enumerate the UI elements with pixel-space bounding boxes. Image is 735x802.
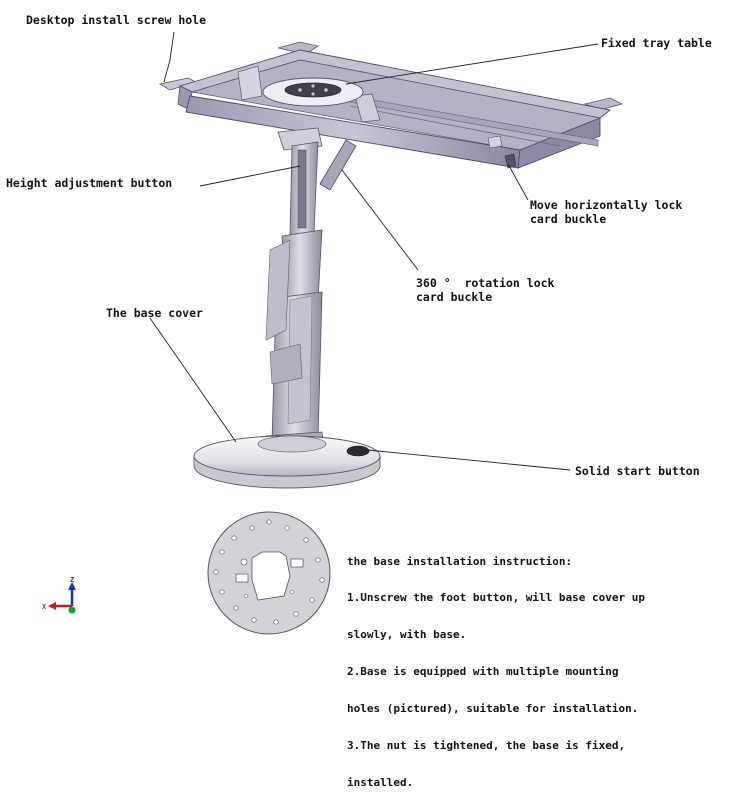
solid-start-button bbox=[346, 445, 370, 457]
axis-z-label: Z bbox=[70, 576, 75, 584]
label-base-cover: The base cover bbox=[106, 306, 203, 320]
telescopic-column bbox=[263, 127, 357, 453]
instruction-line: installed. bbox=[347, 775, 414, 789]
fixed-tray-table bbox=[158, 41, 624, 169]
instruction-line: slowly, with base. bbox=[347, 628, 467, 642]
label-solid-start-button: Solid start button bbox=[575, 464, 700, 478]
label-height-adjustment-button: Height adjustment button bbox=[6, 176, 173, 190]
base-cover bbox=[193, 435, 381, 489]
label-fixed-tray-table: Fixed tray table bbox=[601, 36, 712, 50]
instruction-line: 2.Base is equipped with multiple mountin… bbox=[347, 665, 619, 679]
axis-x-label: X bbox=[42, 603, 47, 611]
leader-lines bbox=[149, 31, 599, 471]
base-plate-drawing bbox=[207, 511, 331, 635]
axis-triad bbox=[48, 582, 76, 614]
installation-instructions: the base installation instruction: 1.Uns… bbox=[347, 531, 645, 802]
rotation-lock-handle bbox=[319, 139, 357, 191]
instruction-line: 3.The nut is tightened, the base is fixe… bbox=[347, 739, 626, 753]
height-adjustment-button bbox=[297, 149, 307, 229]
instructions-title: the base installation instruction: bbox=[347, 554, 573, 568]
label-desktop-screw-hole: Desktop install screw hole bbox=[26, 13, 207, 27]
instruction-line: holes (pictured), suitable for installat… bbox=[347, 702, 639, 716]
product-diagram bbox=[48, 31, 624, 635]
label-rotation-lock-line2: card buckle bbox=[416, 290, 493, 304]
label-rotation-lock: 360 ° rotation lock bbox=[416, 276, 555, 290]
instruction-line: 1.Unscrew the foot button, will base cov… bbox=[347, 591, 646, 605]
label-move-horizontally-lock-line2: card buckle bbox=[530, 212, 607, 226]
label-move-horizontally-lock: Move horizontally lock bbox=[530, 198, 683, 212]
